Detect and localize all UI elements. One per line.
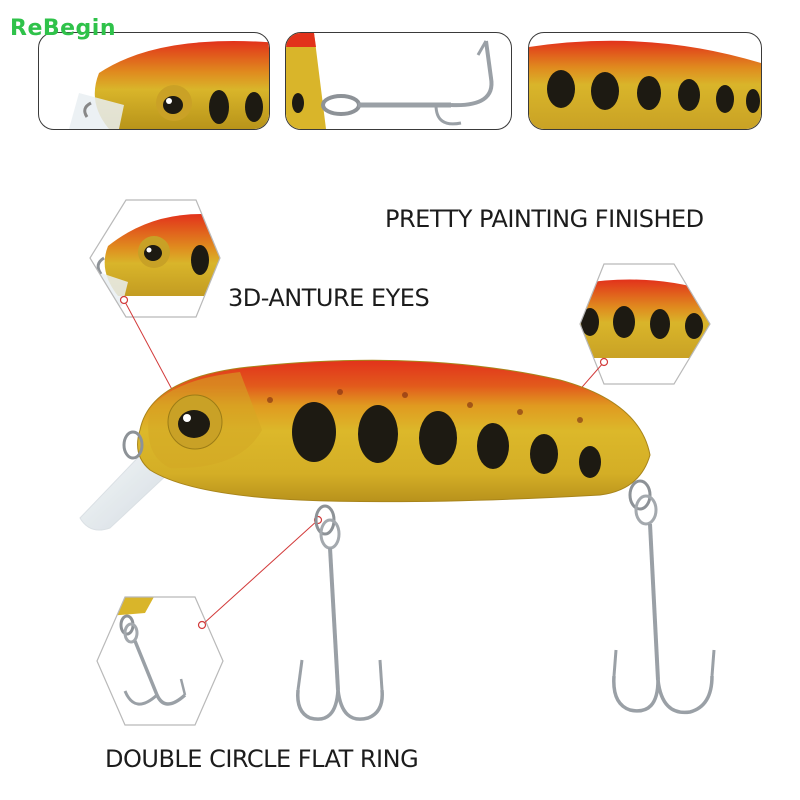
- callout-hexagon-ring: [95, 595, 225, 727]
- lure-body-closeup: [529, 40, 761, 129]
- detail-panel-hook: [285, 32, 512, 130]
- hook-closeup: [286, 33, 494, 129]
- callout-hexagon-eye: [88, 196, 221, 321]
- detail-panel-body: [528, 32, 762, 130]
- feature-label-eyes: 3D-ANTURE EYES: [228, 284, 430, 312]
- feature-label-ring: DOUBLE CIRCLE FLAT RING: [105, 745, 419, 773]
- lure-head-closeup: [69, 41, 269, 129]
- brand-logo-text: ReBegin: [10, 16, 117, 41]
- detail-panel-head: [38, 32, 270, 130]
- feature-label-painting: PRETTY PAINTING FINISHED: [385, 205, 704, 233]
